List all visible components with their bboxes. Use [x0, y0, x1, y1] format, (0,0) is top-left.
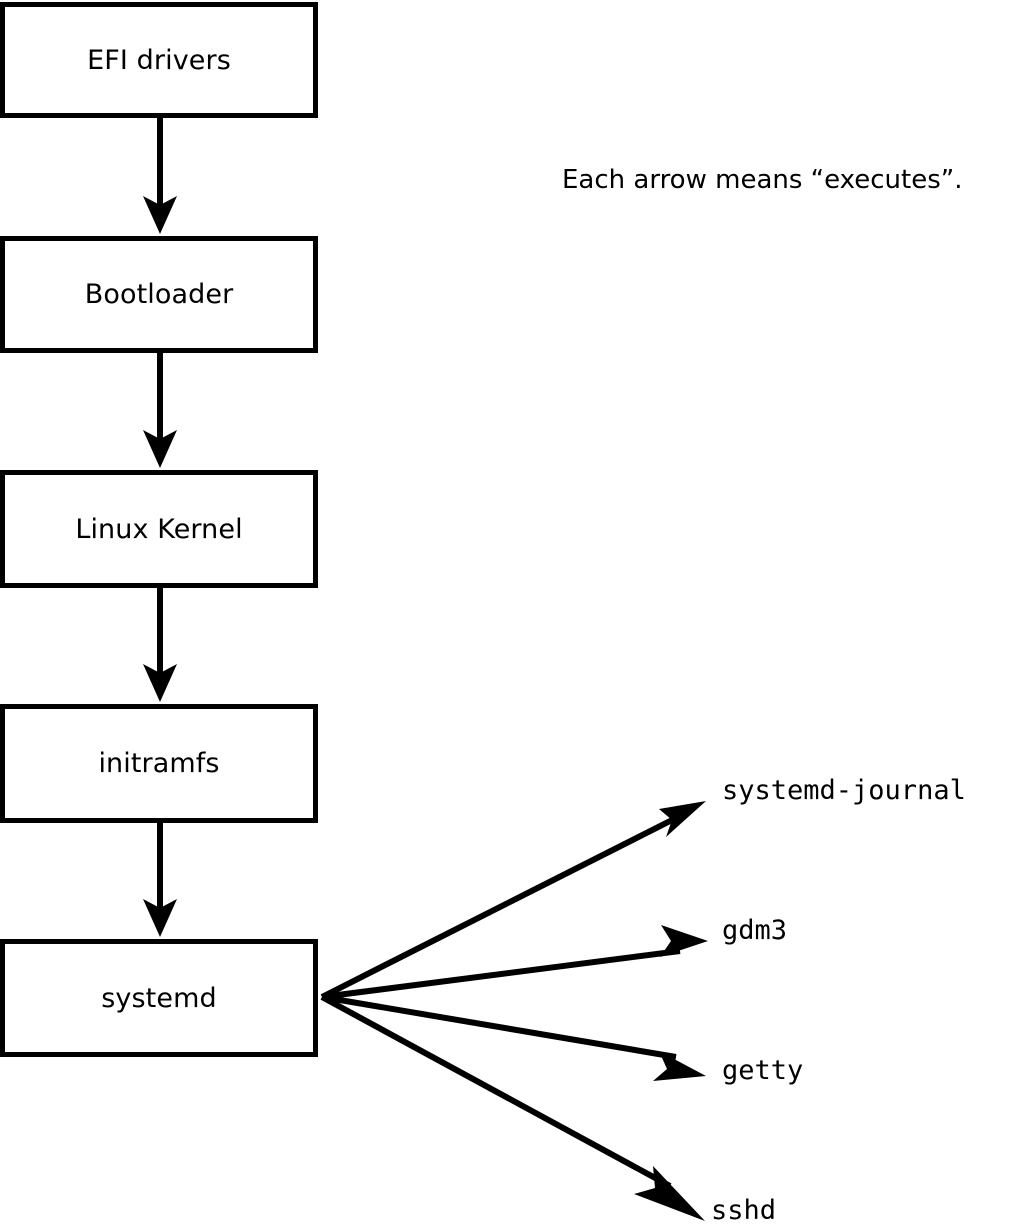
- chain-arrow-kernel-to-initramfs: [143, 588, 177, 702]
- leaf-label-getty: getty: [722, 1055, 804, 1086]
- node-linux-kernel: Linux Kernel: [0, 470, 318, 588]
- node-systemd: systemd: [0, 939, 318, 1057]
- leaf-label-sshd: sshd: [711, 1195, 777, 1226]
- node-label-systemd: systemd: [101, 982, 217, 1014]
- node-label-efi-drivers: EFI drivers: [87, 44, 231, 76]
- fanout-arrow-getty: [321, 994, 706, 1081]
- chain-arrow-bootloader-to-kernel: [143, 353, 177, 468]
- leaf-label-gdm3: gdm3: [722, 915, 788, 946]
- legend-caption: Each arrow means “executes”.: [562, 165, 963, 195]
- node-label-initramfs: initramfs: [98, 748, 220, 779]
- node-label-linux-kernel: Linux Kernel: [75, 513, 243, 545]
- chain-arrow-initramfs-to-systemd: [143, 823, 177, 937]
- node-bootloader: Bootloader: [0, 236, 318, 353]
- node-label-bootloader: Bootloader: [84, 279, 234, 310]
- fanout-arrow-gdm3: [321, 925, 708, 1000]
- chain-arrow-efi-to-bootloader: [143, 118, 177, 234]
- fanout-arrow-sshd: [320, 994, 705, 1221]
- node-initramfs: initramfs: [0, 704, 318, 823]
- node-efi-drivers: EFI drivers: [0, 2, 318, 118]
- leaf-label-systemd-journal: systemd-journal: [722, 775, 966, 806]
- fanout-arrow-systemd-journal: [320, 801, 706, 1000]
